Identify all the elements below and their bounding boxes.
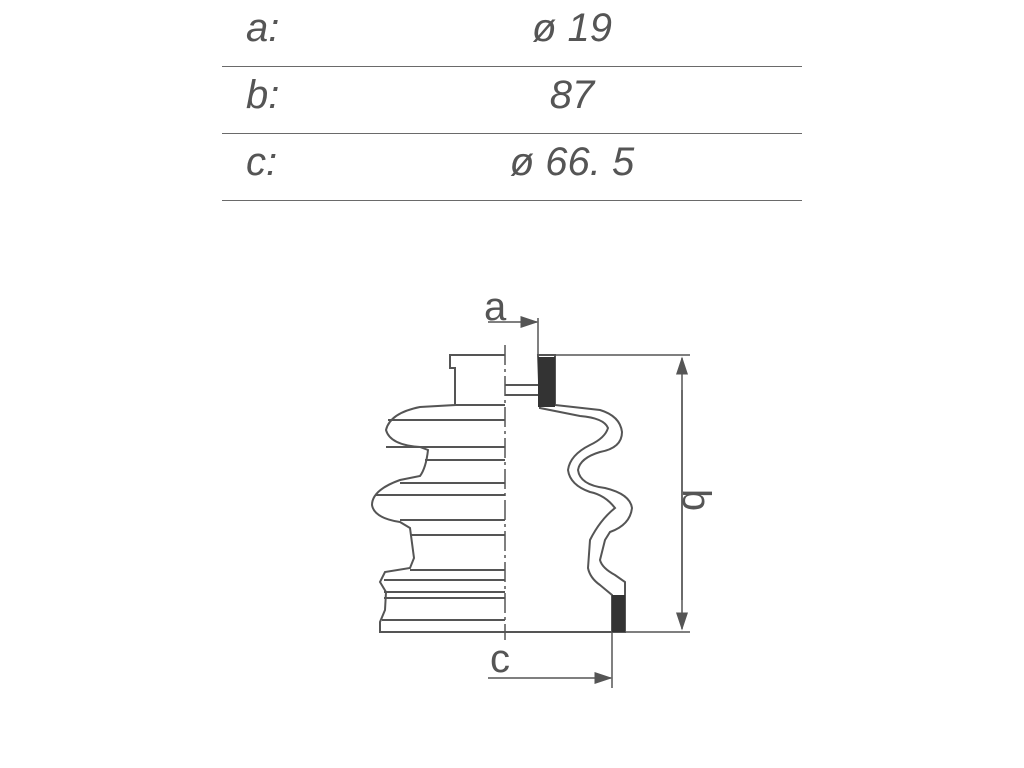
spec-table: a: ø 19 b: 87 c: ø 66. 5: [222, 0, 802, 201]
spec-row-a: a: ø 19: [222, 0, 802, 67]
spec-label: c:: [246, 140, 278, 184]
dimension-label-c: c: [490, 637, 510, 681]
dimension-b: [540, 354, 690, 633]
spec-label: b:: [246, 73, 280, 117]
dimension-c: [488, 632, 613, 688]
dimension-a: [488, 316, 539, 357]
boot-section: [505, 354, 634, 633]
spec-value: ø 66. 5: [509, 140, 635, 184]
spec-label: a:: [246, 6, 280, 50]
dimension-label-a: a: [484, 285, 507, 329]
dimension-label-b: b: [674, 489, 718, 511]
spec-row-b: b: 87: [222, 67, 802, 134]
spec-value: 87: [549, 73, 595, 117]
spec-value: ø 19: [531, 6, 613, 50]
boot-outline: [370, 354, 505, 633]
spec-row-c: c: ø 66. 5: [222, 134, 802, 201]
